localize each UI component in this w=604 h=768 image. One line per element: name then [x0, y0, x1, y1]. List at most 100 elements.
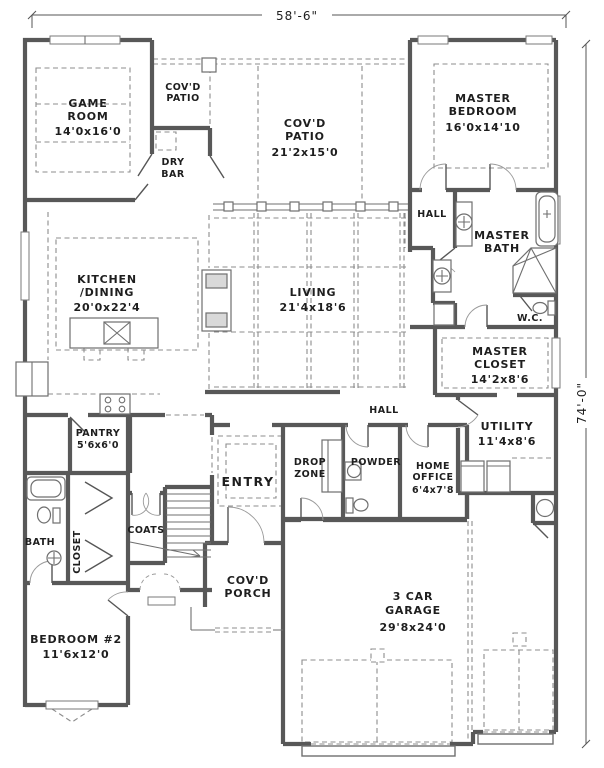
- dry-bar-label-2: BAR: [161, 169, 185, 180]
- wc-toilet-bowl: [532, 301, 548, 315]
- pantry-size: 5'6x6'0: [77, 440, 119, 451]
- bedroom2-door-arc: [107, 591, 129, 601]
- garage-post-left: [370, 648, 385, 663]
- patio-small-label-2: PATIO: [166, 93, 199, 104]
- patio-column-lines: [209, 66, 363, 202]
- garage-size: 29'8x24'0: [380, 621, 447, 634]
- master-closet-shelving: [441, 337, 549, 389]
- game-room-door-leaf: [134, 183, 149, 201]
- front-door-arc: [227, 506, 265, 544]
- game-room-ceiling-beams: [36, 103, 130, 143]
- bath-toilet-tank: [52, 507, 61, 524]
- hall-lower-label: HALL: [369, 405, 398, 416]
- entry-ceiling-inner: [225, 443, 277, 499]
- room-labels: GAME ROOM 14'0x16'0 COV'D PATIO COV'D PA…: [25, 82, 543, 661]
- porch-label-2: PORCH: [224, 587, 271, 600]
- garage-bay-left: [301, 659, 453, 743]
- island-sink-x: [103, 321, 131, 345]
- master-tub-inner: [538, 195, 556, 243]
- office-label-1: HOME: [416, 461, 450, 472]
- wc-toilet-tank: [547, 300, 556, 316]
- dropzone-label-2: ZONE: [294, 469, 325, 480]
- dry-bar-door-leaves: [137, 153, 225, 179]
- coats-door-arcs: [131, 492, 161, 516]
- master-shower: [512, 247, 557, 294]
- dropzone-door-arc: [300, 497, 324, 521]
- wall-garage: [280, 493, 556, 747]
- powder-toilet-tank: [345, 497, 354, 514]
- burner-1: [104, 396, 112, 404]
- living-window-post-4: [322, 201, 333, 212]
- master-bedroom-door-arcs: [419, 163, 517, 191]
- dropzone-label-1: DROP: [294, 457, 326, 468]
- wc-door-leaf: [519, 295, 533, 312]
- garage-post-right: [512, 632, 527, 647]
- kitchen-side-window: [20, 231, 30, 301]
- right-dimension-label: 74'-0": [575, 382, 589, 424]
- living-window-post-3: [289, 201, 300, 212]
- fixtures: [15, 191, 559, 757]
- room-boundary-lines: [208, 213, 406, 390]
- pantry-door-leaf: [69, 416, 85, 432]
- cased-openings: [166, 414, 213, 473]
- master-bedroom-label-2: BEDROOM: [449, 105, 518, 118]
- utility-door-arc: [457, 414, 479, 428]
- master-shower-x: [512, 247, 557, 294]
- burner-3: [104, 405, 112, 413]
- patio-small-label-1: COV'D: [165, 82, 200, 93]
- garage-label-2: GARAGE: [385, 604, 441, 617]
- living-window-post-2: [256, 201, 267, 212]
- game-room-size: 14'0x16'0: [55, 125, 122, 138]
- fireplace-box-bottom: [205, 312, 228, 328]
- porch-slab: [190, 607, 283, 631]
- master-bedroom-window-left: [417, 35, 449, 45]
- living-beams-vertical: [253, 213, 405, 390]
- bedroom2-window-swing: [51, 708, 93, 723]
- kitchen-ceiling: [55, 237, 199, 351]
- living-window-post-1: [223, 201, 234, 212]
- master-closet-label-1: MASTER: [472, 345, 528, 358]
- master-bedroom-size: 16'0x14'10: [445, 121, 520, 134]
- patio-post: [201, 57, 217, 73]
- powder-door-arc: [345, 424, 369, 448]
- coats-label: COATS: [127, 525, 164, 536]
- master-bedroom-window-right: [525, 35, 553, 45]
- kitchen-label-1: KITCHEN: [77, 273, 137, 286]
- powder-sink: [346, 463, 362, 479]
- living-window-wall: [213, 203, 408, 211]
- wall-game-room-block: [22, 37, 213, 707]
- top-dimension-label: 58'-6": [276, 9, 318, 23]
- bedroom2-window: [45, 700, 99, 710]
- patio-roof-line: [153, 58, 410, 65]
- master-closet-size: 14'2x8'6: [471, 373, 530, 386]
- closet-bifold-doors: [84, 481, 114, 573]
- water-heater-door-leaf: [532, 522, 549, 539]
- office-size: 6'4x7'8: [412, 485, 454, 496]
- master-closet-window: [551, 337, 561, 389]
- kitchen-counter-lines: [47, 212, 160, 395]
- bath-tub-inner: [30, 479, 62, 498]
- living-label: LIVING: [290, 286, 337, 299]
- water-heater: [535, 498, 555, 518]
- dashed-overlays: [35, 58, 554, 745]
- island-stool-right: [127, 339, 145, 361]
- kitchen-size: 20'0x22'4: [74, 301, 141, 314]
- wall-kitchen-pantry: [25, 412, 212, 476]
- utility-size: 11'4x8'6: [478, 435, 537, 448]
- office-door-arc: [405, 424, 429, 448]
- master-bedroom-ceiling: [433, 63, 549, 169]
- burner-2: [118, 396, 126, 404]
- stairs: [166, 493, 211, 558]
- range: [99, 393, 131, 415]
- master-bath-label-2: BATH: [484, 242, 520, 255]
- dropzone-bench: [321, 439, 343, 493]
- pantry-label: PANTRY: [76, 428, 121, 439]
- bath-door-arc: [29, 560, 53, 584]
- rear-window-swing-arcs: [139, 573, 181, 591]
- living-window-post-6: [388, 201, 399, 212]
- rear-hall-window: [147, 596, 176, 606]
- master-bedroom-label-1: MASTER: [455, 92, 511, 105]
- game-room-ceiling: [35, 67, 131, 173]
